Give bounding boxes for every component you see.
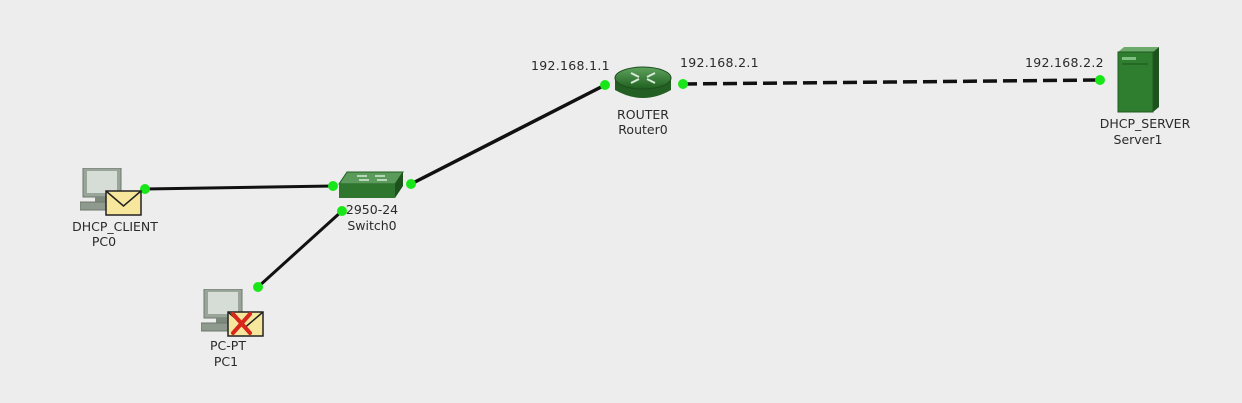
port-light-server: [1095, 75, 1105, 85]
pc-icon: [79, 167, 142, 216]
port-light-pc1: [253, 282, 263, 292]
pc0-device[interactable]: [79, 167, 144, 222]
port-light-switch-pc0: [328, 181, 338, 191]
server-type-label: DHCP_SERVER: [1099, 116, 1191, 131]
port-light-router-wan: [678, 79, 688, 89]
port-light-router-lan: [600, 80, 610, 90]
pc1-device[interactable]: [200, 288, 265, 343]
switch-icon: [338, 171, 404, 198]
switch-name-label: Switch0: [347, 218, 397, 233]
port-light-switch-pc1: [337, 206, 347, 216]
server-device[interactable]: [1116, 46, 1162, 118]
switch-type-label: 2950-24: [345, 202, 399, 217]
link-router-server[interactable]: [682, 78, 1101, 86]
switch-device[interactable]: [337, 170, 405, 206]
router-lan-ip-label: 192.168.1.1: [531, 58, 610, 73]
pc1-name-label: PC1: [213, 354, 239, 369]
pc0-name-label: PC0: [91, 234, 117, 249]
pc-icon: [200, 288, 264, 337]
pc1-type-label: PC-PT: [210, 338, 246, 353]
server-name-label: Server1: [1113, 132, 1163, 147]
link-switch-router[interactable]: [410, 83, 606, 186]
link-pc0-switch[interactable]: [144, 184, 334, 191]
port-light-switch-router: [406, 179, 416, 189]
envelope-icon[interactable]: [105, 190, 142, 216]
router-type-label: ROUTER: [617, 107, 669, 122]
server-ip-label: 192.168.2.2: [1025, 55, 1104, 70]
router-icon: [614, 66, 672, 98]
link-pc1-switch[interactable]: [256, 209, 344, 289]
failed-envelope-icon[interactable]: [227, 311, 264, 337]
router-name-label: Router0: [618, 122, 668, 137]
pc0-type-label: DHCP_CLIENT: [72, 219, 158, 234]
port-light-pc0: [140, 184, 150, 194]
router-device[interactable]: [613, 64, 673, 108]
router-wan-ip-label: 192.168.2.1: [680, 55, 759, 70]
server-icon: [1117, 47, 1159, 113]
